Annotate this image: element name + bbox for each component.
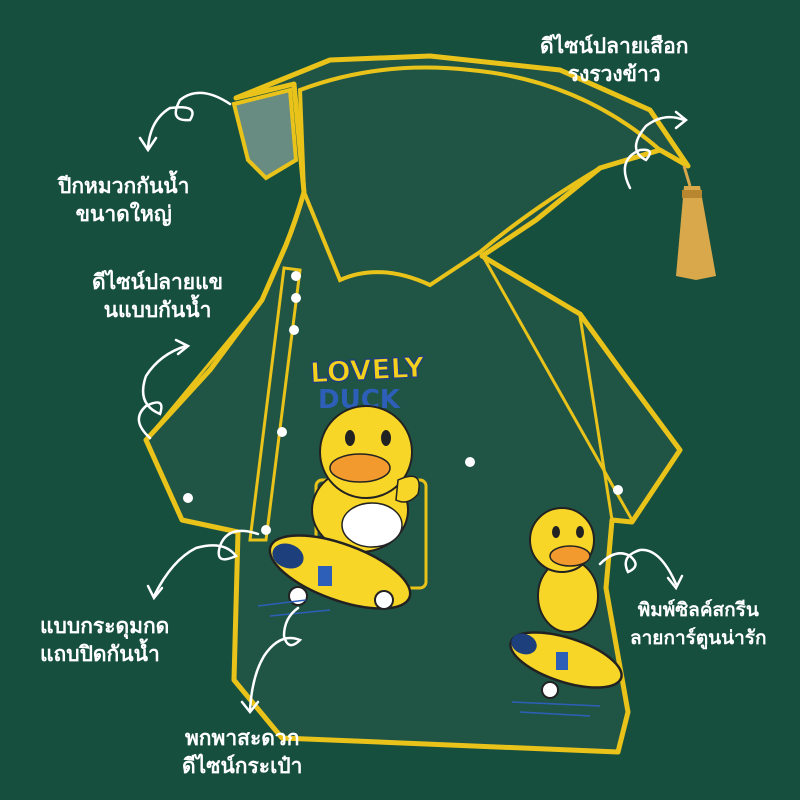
- motion-lines: [257, 599, 601, 717]
- logo-lovely: LOVELY: [309, 351, 426, 390]
- raincoat-outline: [143, 53, 691, 755]
- hood-brim: [231, 87, 299, 181]
- feature-label-buttons: แบบกระดุมกด แถบปิดกันน้ำ: [40, 612, 169, 668]
- tassel-icon: [676, 165, 716, 280]
- feature-label-hood-line2: ขนาดใหญ่: [75, 202, 172, 226]
- skateboard-small-icon: [509, 631, 623, 699]
- feature-label-buttons-line2: แถบปิดกันน้ำ: [40, 642, 160, 666]
- feature-label-print: พิมพ์ซิลค์สกรีน ลายการ์ตูนน่ารัก: [630, 596, 767, 652]
- feature-label-bag-line1: พกพาสะดวก: [184, 726, 300, 750]
- feature-label-print-line1: พิมพ์ซิลค์สกรีน: [637, 599, 759, 621]
- feature-label-sleeve: ดีไซน์ปลายแข นแบบกันน้ำ: [92, 268, 223, 324]
- feature-label-hood-line1: ปีกหมวกกันน้ำ: [58, 174, 190, 198]
- snap-buttons: [183, 271, 623, 535]
- feature-label-print-line2: ลายการ์ตูนน่ารัก: [630, 627, 767, 649]
- curved-arrow-icon: [137, 91, 689, 715]
- hood-outline: [297, 65, 665, 288]
- feature-label-tassel: ดีไซน์ปลายเสือก รงรวงข้าว: [540, 32, 688, 88]
- feature-label-sleeve-line2: นแบบกันน้ำ: [103, 298, 212, 322]
- feature-label-buttons-line1: แบบกระดุมกด: [40, 614, 170, 638]
- feature-label-tassel-line2: รงรวงข้าว: [567, 62, 661, 86]
- feature-label-bag: พกพาสะดวก ดีไซน์กระเป๋า: [182, 724, 302, 780]
- feature-label-tassel-line1: ดีไซน์ปลายเสือก: [540, 34, 689, 58]
- front-placket: [248, 266, 302, 542]
- left-sleeve-seam: [144, 299, 264, 441]
- right-sleeve-seam: [578, 315, 614, 521]
- feature-label-hood: ปีกหมวกกันน้ำ ขนาดใหญ่: [58, 172, 189, 228]
- right-sleeve-seam-2: [482, 257, 634, 521]
- feature-label-bag-line2: ดีไซน์กระเป๋า: [182, 754, 303, 778]
- feature-label-sleeve-line1: ดีไซน์ปลายแข: [92, 270, 223, 294]
- duck-character-icon: [311, 405, 420, 553]
- skateboard-icon: [268, 534, 412, 610]
- duck-character-small-icon: [529, 507, 599, 633]
